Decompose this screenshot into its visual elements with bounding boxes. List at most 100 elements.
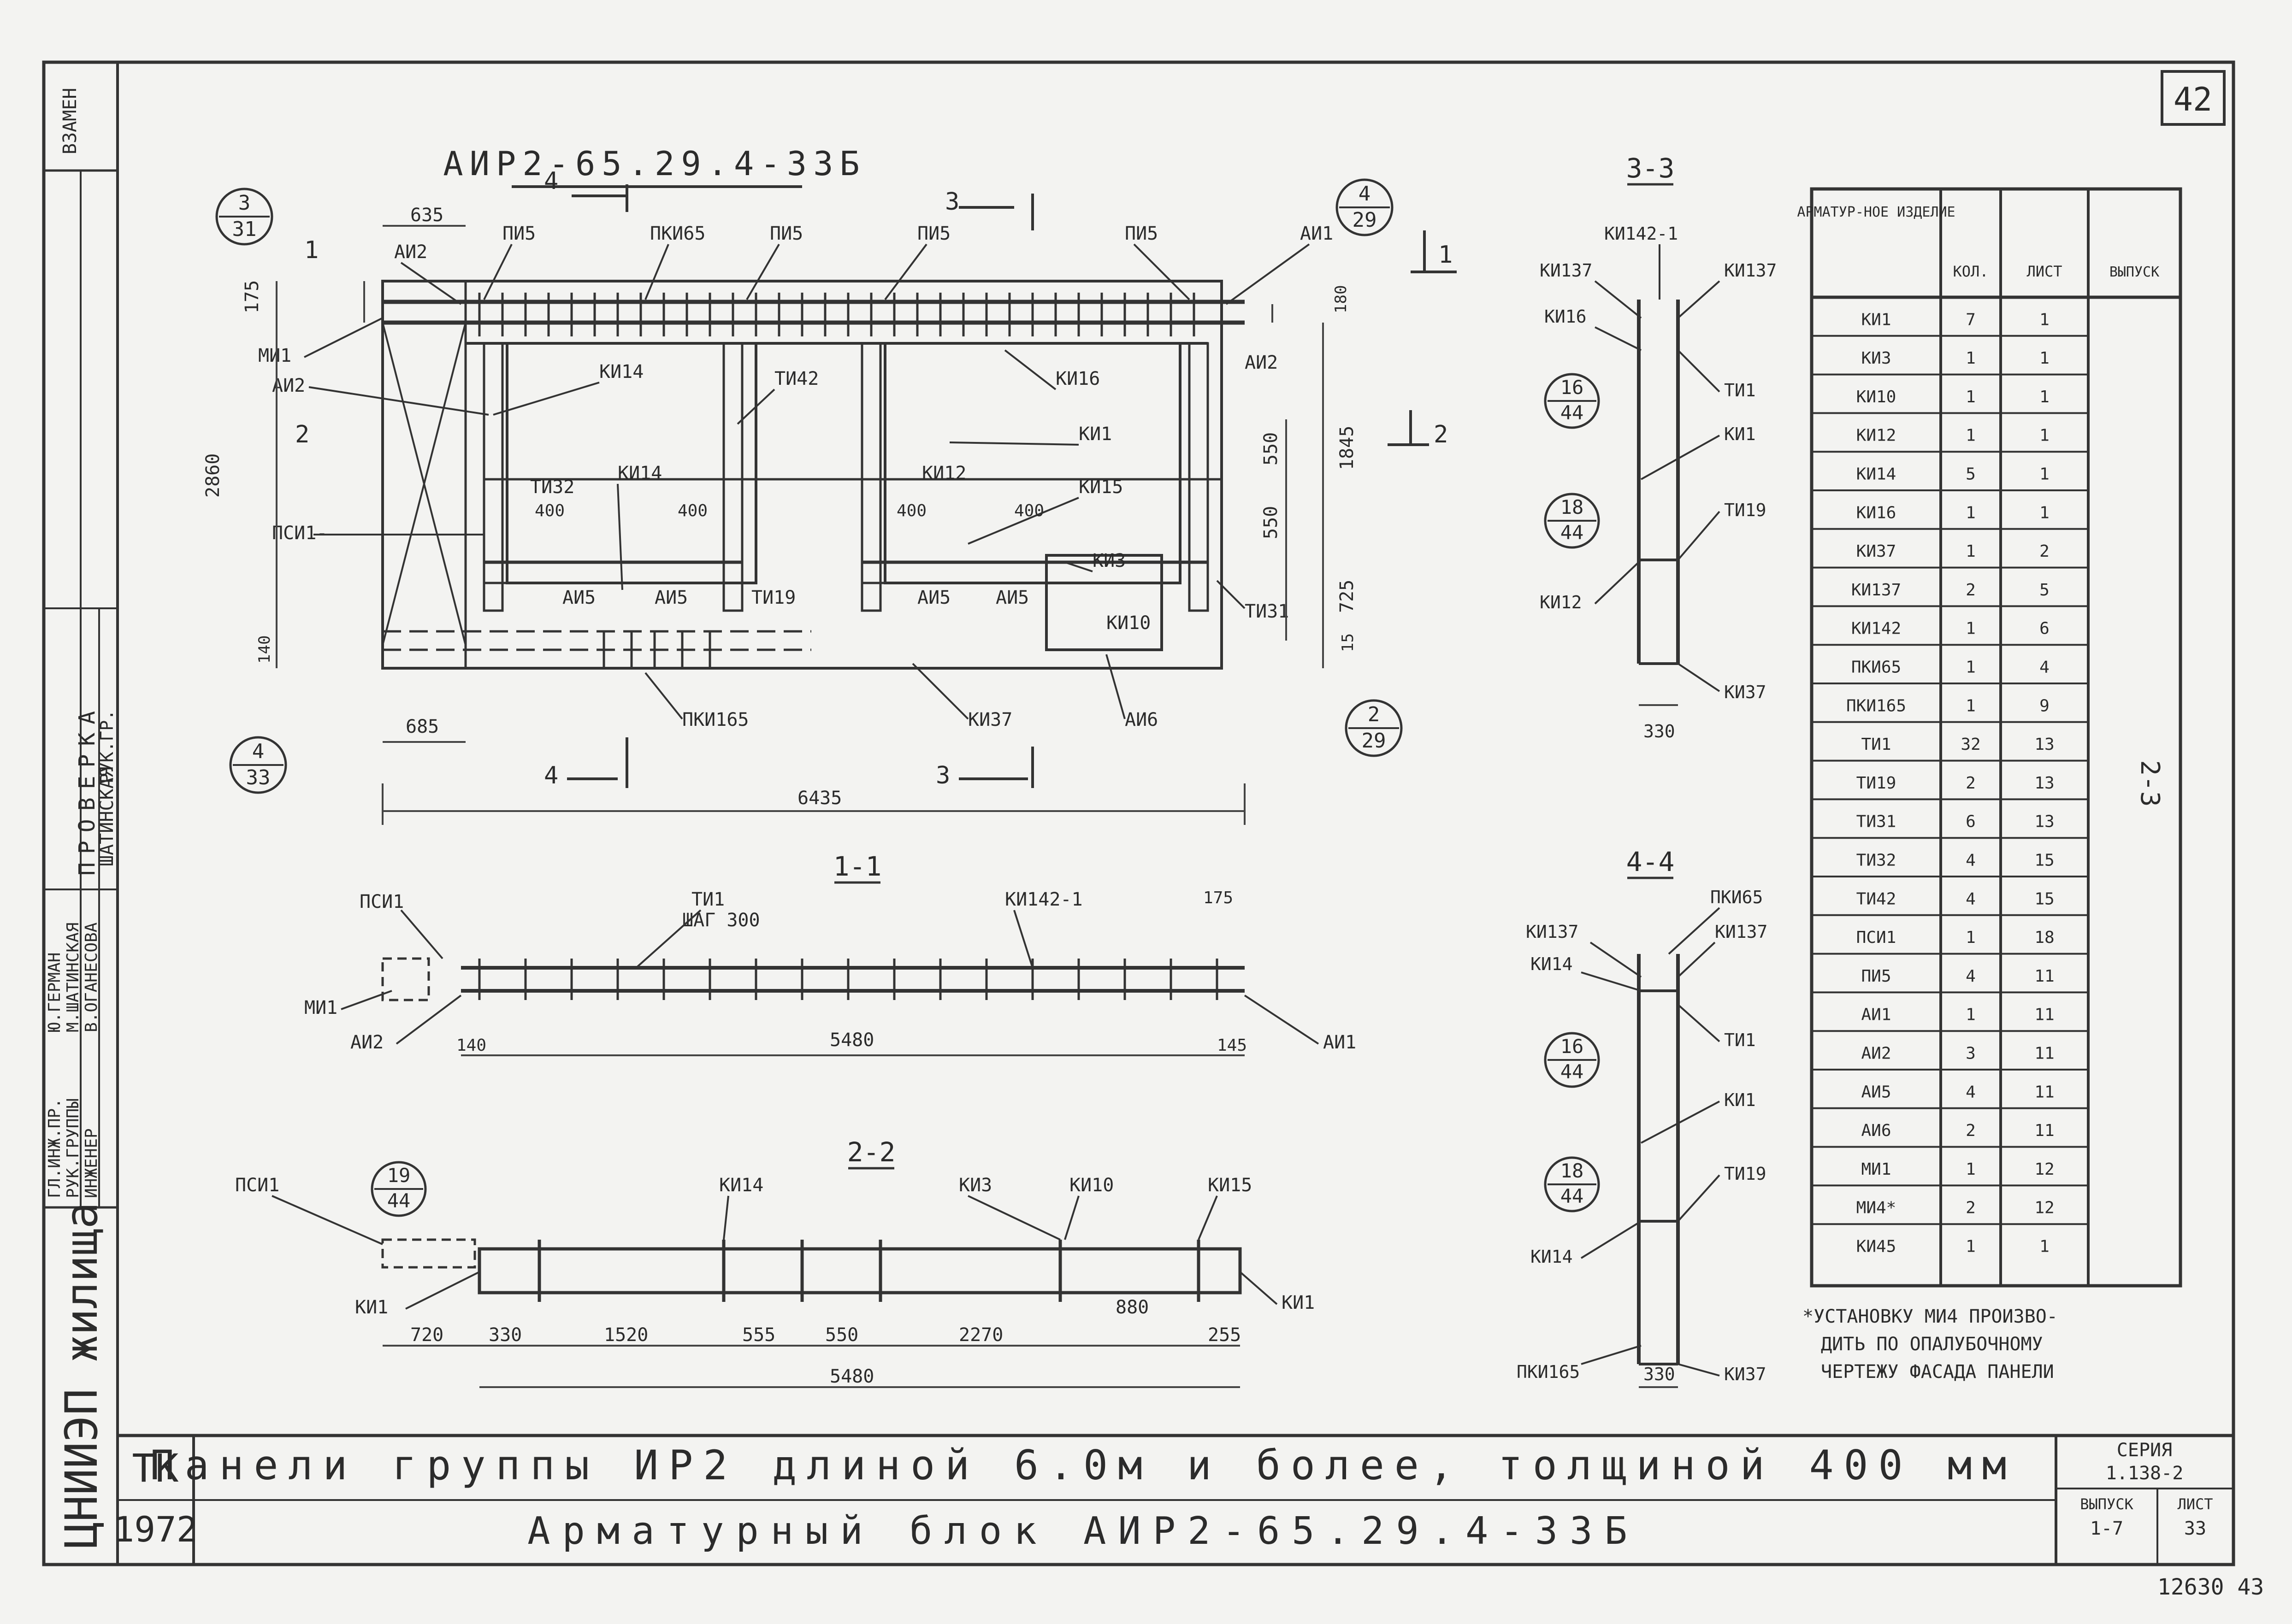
s22-ki1-right: КИ1 [1282,1292,1315,1313]
section-4-4: 4-4 ПКИ65 КИ137 КИ137 КИ14 ТИ1 КИ1 ТИ19 … [1517,846,1767,1388]
dim-180: 180 [1332,285,1350,313]
ref-top: 16 [1560,376,1584,399]
table-cell-item: КИ37 [1856,542,1896,561]
cut-1-right: 1 [1438,241,1453,269]
ref-bot: 44 [387,1189,411,1212]
lbl-ai5-3: АИ5 [917,587,951,608]
s11-psi1: ПСИ1 [360,891,404,912]
s11-dim-5480: 5480 [830,1030,874,1051]
lbl-ai2-right: АИ2 [1245,352,1278,373]
table-cell-qty: 1 [1966,619,1976,638]
table-header-sheet: ЛИСТ [2026,263,2062,280]
table-cell-qty: 1 [1966,426,1976,445]
table-cell-item: ТИ1 [1861,735,1891,754]
ruk-gr-label: РУК.ГР. [97,710,117,783]
s11-mi1: МИ1 [304,997,337,1018]
table-cell-item: КИ12 [1856,426,1896,445]
table-cell-item: ТИ42 [1856,889,1896,908]
s22-ki10: КИ10 [1069,1175,1114,1196]
lbl-ai2-top: АИ2 [394,241,427,263]
table-cell-sheet: 1 [2039,503,2050,522]
s33-ref-18-44: 18 44 [1544,493,1600,549]
s44-dim-330: 330 [1643,1364,1675,1384]
lbl-ki1: КИ1 [1079,424,1112,445]
s22-ki1-left: КИ1 [355,1297,388,1318]
sheet-number-box [2161,70,2226,126]
dim-400-3: 400 [897,501,927,520]
lbl-ti32: ТИ32 [530,477,574,498]
table-cell-qty: 7 [1966,310,1976,329]
lbl-pi5-2: ПИ5 [770,223,803,244]
table-cell-sheet: 9 [2039,696,2050,715]
s44-ref-16-44: 16 44 [1544,1032,1600,1088]
dim-140: 140 [255,635,274,664]
s11-dim-140: 140 [456,1036,486,1055]
ref-bot: 44 [1560,1060,1584,1083]
s11-ti1: ТИ1 [691,889,725,910]
s44-ki14-bottom: КИ14 [1530,1247,1573,1267]
s33-dim-330: 330 [1643,721,1675,741]
dim-725: 725 [1336,580,1358,613]
s22-ki3: КИ3 [959,1175,992,1196]
lbl-pi5-4: ПИ5 [1125,223,1158,244]
vzamen-label: ВЗАМЕН [59,88,81,155]
table-note-2: ДИТЬ ПО ОПАЛУБОЧНОМУ [1821,1334,2043,1355]
s33-ki137-left: КИ137 [1540,260,1592,281]
table-header-qty: КОЛ. [1953,263,1988,280]
ref-bot: 44 [1560,521,1584,544]
s44-ki1: КИ1 [1724,1090,1756,1110]
s44-ref-18-44: 18 44 [1544,1156,1600,1212]
table-cell-qty: 4 [1966,851,1976,870]
s44-ti19: ТИ19 [1724,1164,1766,1184]
table-cell-sheet: 11 [2034,1044,2054,1063]
table-cell-sheet: 2 [2039,542,2050,561]
cut-4-top: 4 [544,167,558,195]
role-2: РУК.ГРУППЫ [64,1098,83,1198]
lbl-ai5-2: АИ5 [655,587,688,608]
table-cell-sheet: 11 [2034,967,2054,986]
table-cell-sheet: 15 [2034,851,2054,870]
table-cell-item: АИ5 [1861,1083,1891,1101]
table-cell-item: КИ45 [1856,1237,1896,1256]
table-cell-qty: 1 [1966,696,1976,715]
table-cell-item: АИ2 [1861,1044,1891,1063]
table-header-item: АРМАТУР-НОЕ ИЗДЕЛИЕ [1797,204,1955,220]
s22-psi1: ПСИ1 [235,1175,279,1196]
dim-1845: 1845 [1336,426,1358,470]
name-2: М.ШАТИНСКАЯ [64,923,83,1032]
table-cell-sheet: 1 [2039,349,2050,368]
table-cell-sheet: 5 [2039,581,2050,600]
table-cell-sheet: 13 [2034,735,2054,754]
table-cell-sheet: 6 [2039,619,2050,638]
s22-dim-880: 880 [1116,1297,1149,1318]
table-cell-qty: 1 [1966,349,1976,368]
s33-ti19: ТИ19 [1724,500,1766,520]
s44-ki137-left: КИ137 [1526,922,1578,942]
lbl-ki14-2: КИ14 [618,463,662,484]
table-cell-sheet: 1 [2039,310,2050,329]
table-cell-qty: 1 [1966,503,1976,522]
lbl-ai1: АИ1 [1300,223,1333,244]
s33-ki37: КИ37 [1724,682,1766,702]
list-value: 33 [2184,1518,2206,1539]
s11-dim-145: 145 [1217,1036,1247,1055]
name-1: Ю.ГЕРМАН [45,953,64,1032]
cut-1-left: 1 [304,236,319,264]
table-cell-sheet: 1 [2039,465,2050,484]
table-cell-qty: 6 [1966,812,1976,831]
s33-ki1: КИ1 [1724,424,1756,444]
title-line-1: Панели группы ИР2 длиной 6.0м и более, т… [150,1442,2017,1489]
table-cell-qty: 1 [1966,658,1976,677]
